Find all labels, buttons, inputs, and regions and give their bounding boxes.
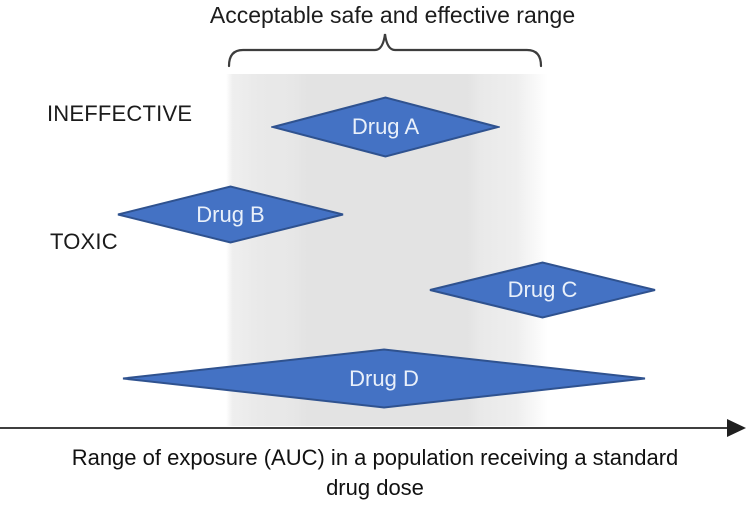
drug-c-diamond: Drug C — [428, 261, 657, 319]
label-ineffective: INEFFECTIVE — [47, 101, 193, 126]
x-axis-arrowhead-icon — [727, 419, 746, 437]
drug-d-diamond: Drug D — [120, 348, 648, 409]
diagram-title: Acceptable safe and effective range — [209, 2, 576, 28]
drug-a-diamond: Drug A — [271, 96, 500, 158]
label-toxic: TOXIC — [50, 229, 118, 254]
x-axis-line — [0, 427, 730, 430]
x-axis-caption-line1: Range of exposure (AUC) in a population … — [71, 445, 679, 470]
range-brace-icon — [227, 33, 543, 68]
drug-d-label: Drug D — [349, 365, 419, 391]
drug-b-diamond: Drug B — [116, 185, 345, 244]
drug-a-label: Drug A — [351, 114, 420, 139]
x-axis-caption: Range of exposure (AUC) in a population … — [0, 443, 750, 504]
x-axis-caption-line2: drug dose — [326, 475, 424, 501]
drug-b-label: Drug B — [196, 201, 265, 227]
drug-c-label: Drug C — [507, 277, 578, 302]
